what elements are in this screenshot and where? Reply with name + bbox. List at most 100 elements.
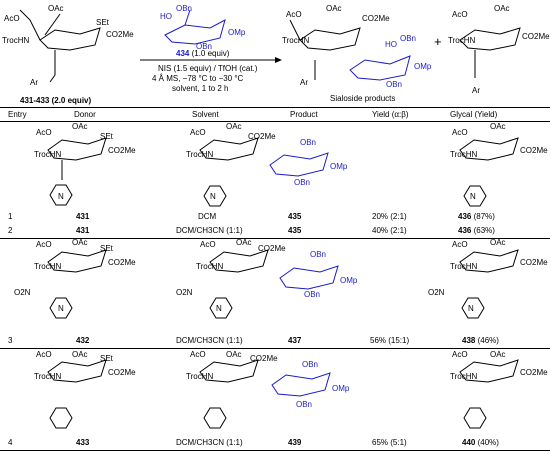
row1-glycal-number: 436 [458, 212, 472, 221]
row3-solvent: DCM/CH3CN (1:1) [176, 336, 243, 345]
g2-prod-omp: OMp [340, 276, 358, 285]
g3-glycal-co2me: CO2Me [520, 368, 548, 377]
scheme-donor-label: 431-433 (2.0 equiv) [20, 96, 92, 105]
g3-donor-set: SEt [100, 354, 113, 363]
g1-glycal-co2me: CO2Me [520, 146, 548, 155]
g2-prod-ac: AcO [200, 240, 216, 249]
g3-prod-omp: OMp [332, 384, 350, 393]
g2-donor-co2me: CO2Me [108, 258, 136, 267]
glycal-438-structure [459, 249, 519, 319]
scheme-prod-ac: AcO [286, 10, 302, 19]
g2-glycal-co2me: CO2Me [520, 258, 548, 267]
row4-donor: 433 [76, 438, 90, 447]
scheme-glycal-ac: AcO [452, 10, 468, 19]
glycal-structure [459, 27, 521, 78]
g2-prod-co2me: CO2Me [258, 244, 286, 253]
g3-donor-troc: TrocHN [34, 372, 62, 381]
g1-donor-co2me: CO2Me [108, 146, 136, 155]
scheme-products-label: Sialoside products [330, 94, 396, 103]
acceptor-structure [164, 9, 226, 45]
g2-prod-no2: O2N [176, 288, 193, 297]
donor-431-structure [47, 137, 107, 206]
g1-glycal-oac: OAc [490, 122, 506, 131]
glycal-440-structure [459, 359, 519, 429]
row2-entry: 2 [8, 226, 13, 235]
g3-prod-troc: TrocHN [186, 372, 214, 381]
row2-solvent: DCM/CH3CN (1:1) [176, 226, 243, 235]
g1-donor-ac: AcO [36, 128, 52, 137]
scheme-glycal-co2me: CO2Me [522, 32, 550, 41]
header-product: Product [290, 110, 318, 119]
row4-glycal: 440 (40%) [462, 438, 499, 447]
scheme-acc-ho: HO [160, 12, 172, 21]
g2-donor-ac: AcO [36, 240, 52, 249]
glycal-436-structure [459, 137, 519, 207]
table-bottom-rule [0, 450, 550, 451]
g1-donor-oac: OAc [72, 122, 88, 131]
product-439-structure [199, 359, 259, 429]
product-439-acceptor [271, 372, 331, 397]
g2-prod-n: N [216, 304, 222, 313]
row2-glycal: 436 (63%) [458, 226, 495, 235]
g2-glycal-oac: OAc [490, 238, 506, 247]
scheme-prod-omp: OMp [414, 62, 432, 71]
scheme-prod-ho: HO [385, 40, 397, 49]
row2-yield: 40% (2:1) [372, 226, 407, 235]
scheme-donor-ar: Ar [30, 78, 38, 87]
scheme-donor-co2me: CO2Me [106, 30, 134, 39]
scheme-donor-oac: OAc [48, 4, 64, 13]
header-glycal: Glycal (Yield) [450, 110, 498, 119]
g3-donor-co2me: CO2Me [108, 368, 136, 377]
row2-donor: 431 [76, 226, 90, 235]
g1-glycal-ac: AcO [452, 128, 468, 137]
row1-entry: 1 [8, 212, 13, 221]
row1-yield: 20% (2:1) [372, 212, 407, 221]
donor-432-structure [47, 249, 107, 319]
row1-product: 435 [288, 212, 302, 221]
g2-donor-oac: OAc [72, 238, 88, 247]
scheme-glycal-oac: OAc [494, 4, 510, 13]
g1-prod-oac: OAc [226, 122, 242, 131]
row3-entry: 3 [8, 336, 13, 345]
g1-donor-set: SEt [100, 132, 113, 141]
scheme-acc-obn1: OBn [176, 4, 193, 13]
g2-donor-no2: O2N [14, 288, 31, 297]
row4-solvent: DCM/CH3CN (1:1) [176, 438, 243, 447]
scheme-glycal-ar: Ar [472, 86, 480, 95]
g2-prod-oac: OAc [236, 238, 252, 247]
g1-prod-obn2: OBn [294, 178, 311, 187]
row2-product: 435 [288, 226, 302, 235]
row3-glycal-yield: (46%) [477, 336, 499, 345]
scheme-structures-svg [19, 9, 521, 83]
product-435-acceptor [269, 152, 329, 177]
row4-entry: 4 [8, 438, 13, 447]
scheme-plus: + [434, 34, 442, 49]
scheme-condition-2: 4 Å MS, −78 °C to −30 °C [152, 74, 244, 83]
donor-structure [19, 9, 101, 83]
g2-glycal-ac: AcO [452, 240, 468, 249]
row3-product: 437 [288, 336, 302, 345]
scheme-acc-omp: OMp [228, 28, 246, 37]
g2-donor-n: N [58, 304, 64, 313]
product-acceptor-part [349, 55, 411, 81]
g2-glycal-troc: TrocHN [450, 262, 478, 271]
scheme-prod-oac: OAc [326, 4, 342, 13]
g3-glycal-ac: AcO [452, 350, 468, 359]
g3-prod-obn2: OBn [296, 400, 313, 409]
scheme-prod-troc: TrocHN [282, 36, 310, 45]
scheme-donor-ac: AcO [4, 14, 20, 23]
header-yield: Yield (α:β) [372, 110, 409, 119]
g3-glycal-troc: TrocHN [450, 372, 478, 381]
g3-prod-oac: OAc [226, 350, 242, 359]
row3-donor: 432 [76, 336, 90, 345]
row3-glycal: 438 (46%) [462, 336, 499, 345]
g1-prod-omp: OMp [330, 162, 348, 171]
row4-glycal-number: 440 [462, 438, 476, 447]
scheme-prod-obn1: OBn [400, 34, 417, 43]
row2-glycal-number: 436 [458, 226, 472, 235]
g1-prod-troc: TrocHN [186, 150, 214, 159]
g2-prod-troc: TrocHN [196, 262, 224, 271]
scheme-prod-ar: Ar [300, 78, 308, 87]
g1-glycal-troc: TrocHN [450, 150, 478, 159]
